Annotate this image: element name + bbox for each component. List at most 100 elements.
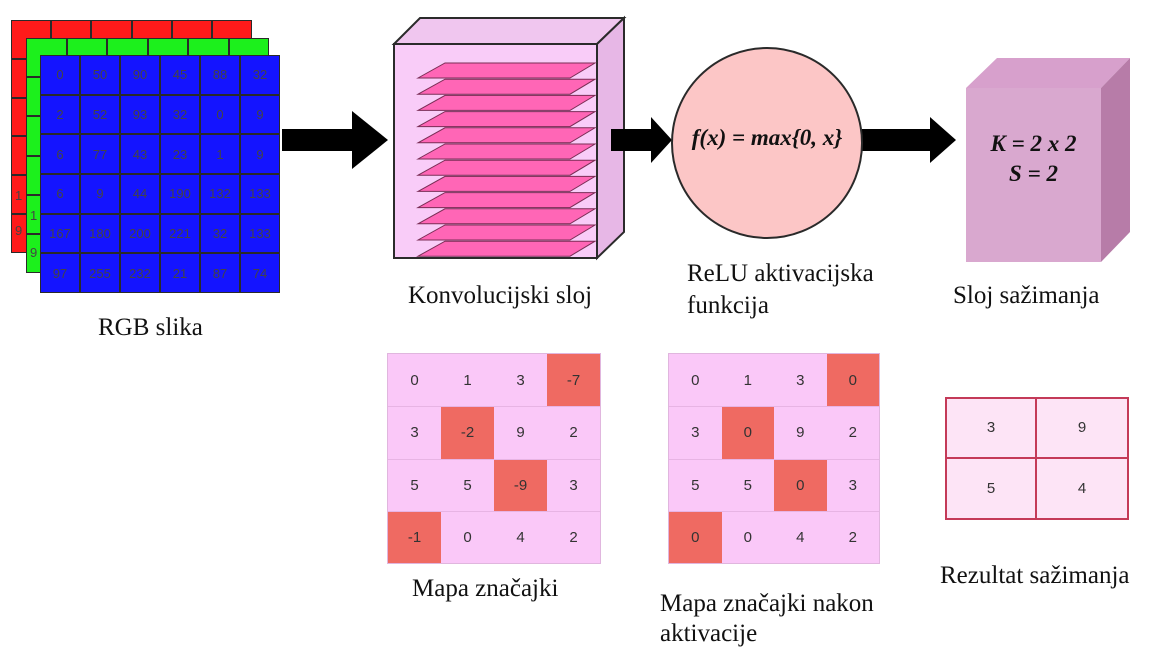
rgb-blue-cell: 23 bbox=[160, 134, 200, 174]
arrow-relu-to-pool bbox=[862, 117, 956, 163]
pooled-result-grid: 3 9 5 4 bbox=[945, 397, 1129, 520]
conv-filter-slice bbox=[416, 94, 597, 111]
rgb-blue-cell: 2 bbox=[40, 94, 80, 135]
rgb-blue-cell: 6 bbox=[40, 174, 80, 214]
activated-map-cell: 3 bbox=[669, 406, 722, 458]
feature-map-cell: -9 bbox=[494, 458, 547, 511]
rgb-blue-cell: 232 bbox=[120, 253, 160, 293]
rgb-blue-cell: 190 bbox=[160, 174, 200, 214]
rgb-blue-cell: 21 bbox=[160, 253, 200, 293]
pooling-kernel-text: K = 2 x 2 bbox=[990, 131, 1077, 156]
feature-map-cell: 1 bbox=[463, 371, 472, 389]
rgb-blue-cell: 87 bbox=[200, 253, 240, 293]
activated-map-cell: 0 bbox=[721, 510, 774, 563]
pooled-result-label: Rezultat sažimanja bbox=[940, 562, 1130, 589]
activated-map-cell: 5 bbox=[669, 458, 722, 511]
feature-map-cell: 3 bbox=[388, 406, 441, 458]
activated-map-cell: 0 bbox=[721, 406, 774, 459]
feature-map-cell: 0 bbox=[441, 510, 494, 563]
activated-map-cell: 0 bbox=[826, 354, 879, 407]
rgb-red-visible-value: 1 bbox=[15, 188, 23, 203]
activated-map-cell: 0 bbox=[669, 510, 722, 563]
rgb-blue-cell: 167 bbox=[40, 213, 80, 254]
rgb-blue-cell: 93 bbox=[120, 94, 160, 135]
activated-map-cell: 2 bbox=[826, 510, 879, 563]
rgb-green-visible-value: 9 bbox=[30, 245, 38, 260]
conv-filter-slice bbox=[416, 111, 597, 128]
activated-map-cell: 3 bbox=[796, 371, 805, 389]
relu-formula: f(x) = max{0, x} bbox=[691, 125, 843, 150]
rgb-blue-cell: 32 bbox=[240, 55, 280, 95]
conv-filter-slice bbox=[416, 78, 597, 95]
conv-filter-slice bbox=[416, 240, 597, 257]
pooled-cell: 5 bbox=[947, 458, 1037, 518]
rgb-blue-cell: 74 bbox=[240, 253, 280, 293]
conv-filter-slice bbox=[416, 175, 597, 192]
rgb-blue-cell: 180 bbox=[80, 213, 120, 254]
rgb-image-label: RGB slika bbox=[98, 314, 203, 341]
conv-filter-slice bbox=[416, 62, 597, 79]
rgb-blue-cell: 132 bbox=[200, 174, 240, 214]
conv-filter-slice bbox=[416, 208, 597, 225]
feature-map-cell: 3 bbox=[547, 458, 600, 511]
feature-map-cell: 5 bbox=[441, 458, 494, 511]
rgb-blue-cell: 1 bbox=[200, 134, 240, 174]
conv-filter-slice bbox=[416, 127, 597, 144]
rgb-blue-cell: 32 bbox=[160, 94, 200, 135]
rgb-blue-cell: 45 bbox=[160, 55, 200, 95]
activated-map-cell: 3 bbox=[826, 458, 879, 511]
arrow-conv-to-relu bbox=[611, 117, 672, 163]
conv-filter-slice bbox=[416, 224, 597, 241]
conv-layer-cube bbox=[391, 15, 627, 261]
feature-map-cell: -7 bbox=[547, 354, 600, 407]
rgb-blue-cell: 44 bbox=[120, 174, 160, 214]
feature-map-cell: 3 bbox=[516, 371, 525, 389]
activated-map-cell: 4 bbox=[774, 510, 827, 563]
activated-map-cell: 5 bbox=[721, 458, 774, 511]
rgb-blue-cell: 0 bbox=[200, 94, 240, 135]
feature-map-cell: 0 bbox=[410, 371, 419, 389]
activated-map-label-line1: Mapa značajki nakon bbox=[660, 590, 874, 617]
rgb-blue-cell: 6 bbox=[40, 134, 80, 174]
rgb-blue-cell: 9 bbox=[240, 94, 280, 135]
activated-map-label-line2: aktivacije bbox=[660, 620, 758, 647]
conv-filter-slice bbox=[416, 159, 597, 176]
pooling-layer-label: Sloj sažimanja bbox=[953, 282, 1100, 309]
activated-map-cell: 9 bbox=[774, 406, 827, 458]
feature-map-cell: 5 bbox=[388, 458, 441, 511]
conv-filter-slices bbox=[416, 62, 597, 257]
pooling-stride-text: S = 2 bbox=[1009, 161, 1058, 186]
arrow-rgb-to-conv bbox=[282, 111, 388, 169]
relu-label-line2: funkcija bbox=[687, 292, 769, 319]
conv-filter-slice bbox=[416, 143, 597, 160]
rgb-red-visible-value: 9 bbox=[15, 223, 23, 238]
relu-label-line1: ReLU aktivacijska bbox=[687, 260, 874, 287]
conv-filter-slice bbox=[416, 192, 597, 209]
rgb-blue-cell: 77 bbox=[80, 134, 120, 174]
pooled-cell: 4 bbox=[1077, 479, 1087, 497]
pooled-cell: 3 bbox=[947, 399, 1037, 459]
rgb-green-visible-value: 1 bbox=[30, 208, 38, 223]
activated-map-cell: 0 bbox=[774, 458, 827, 511]
rgb-blue-cell: 52 bbox=[80, 94, 120, 135]
feature-map-label: Mapa značajki bbox=[412, 575, 559, 602]
activated-map-cell: 2 bbox=[826, 406, 879, 458]
conv-layer-label: Konvolucijski sloj bbox=[408, 282, 593, 309]
feature-map-cell: -1 bbox=[388, 510, 441, 563]
activated-map-cell: 1 bbox=[743, 371, 752, 389]
rgb-blue-cell: 133 bbox=[240, 174, 280, 214]
pooling-layer-cube bbox=[966, 58, 1130, 262]
rgb-blue-cell: 43 bbox=[120, 134, 160, 174]
rgb-blue-cell: 200 bbox=[120, 213, 160, 254]
rgb-blue-cell: 0 bbox=[40, 55, 80, 95]
rgb-blue-cell: 221 bbox=[160, 213, 200, 254]
rgb-blue-cell: 9 bbox=[80, 174, 120, 214]
rgb-blue-cell: 97 bbox=[40, 253, 80, 293]
rgb-blue-cell: 133 bbox=[240, 213, 280, 254]
feature-map-cell: -2 bbox=[441, 406, 494, 459]
feature-map-cell: 2 bbox=[547, 406, 600, 458]
